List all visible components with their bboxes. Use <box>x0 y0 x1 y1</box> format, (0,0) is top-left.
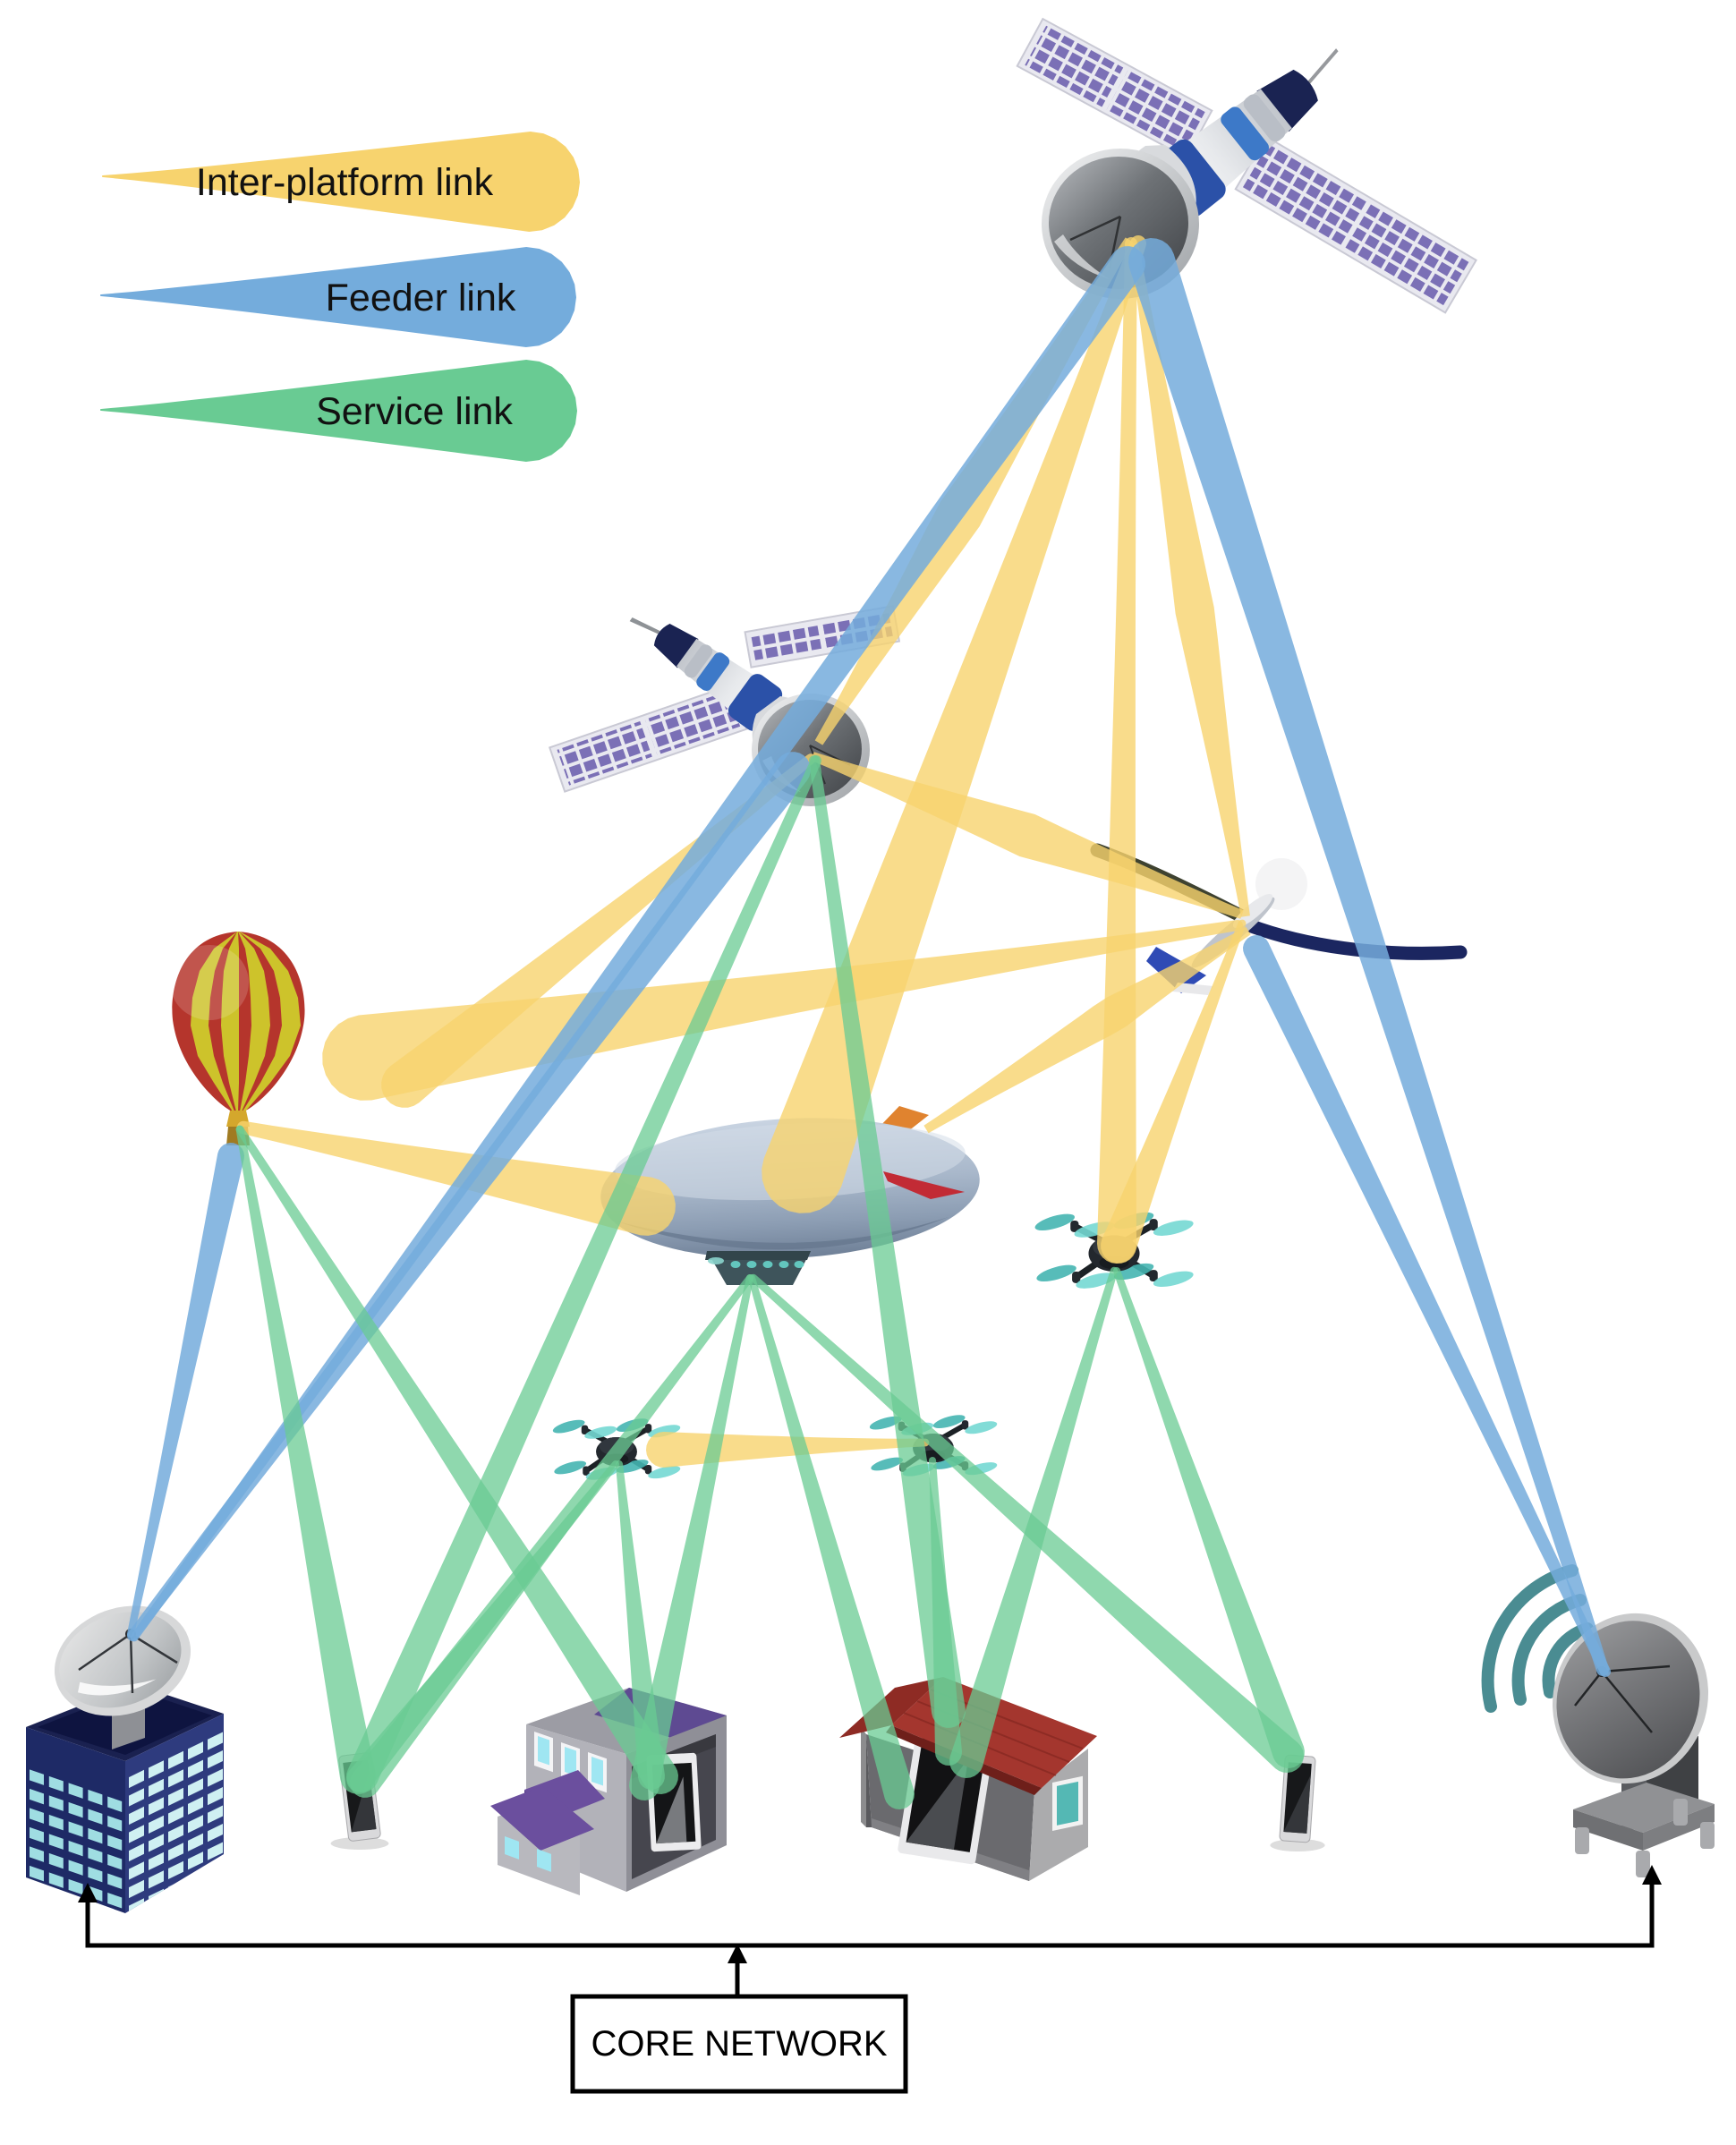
svg-text:CORE NETWORK: CORE NETWORK <box>591 2024 887 2064</box>
svg-text:Feeder link: Feeder link <box>326 277 516 319</box>
svg-text:Service link: Service link <box>316 390 513 433</box>
svg-text:Inter-platform link: Inter-platform link <box>196 161 494 204</box>
